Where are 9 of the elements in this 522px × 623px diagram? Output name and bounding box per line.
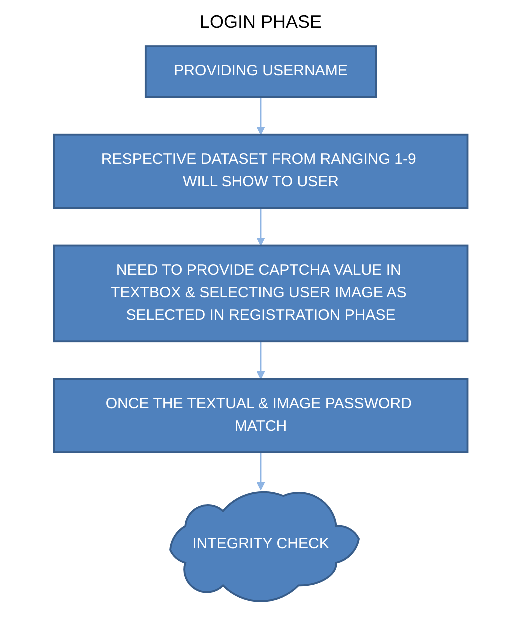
arrow <box>256 208 266 246</box>
arrow <box>256 97 266 136</box>
node-box: ONCE THE TEXTUAL & IMAGE PASSWORD MATCH <box>53 378 469 454</box>
node-box: PROVIDING USERNAME <box>144 46 378 98</box>
node-box: RESPECTIVE DATASET FROM RANGING 1-9 WILL SHOW TO USER <box>53 134 469 210</box>
diagram-title: LOGIN PHASE <box>198 12 324 33</box>
node-box: NEED TO PROVIDE CAPTCHA VALUE IN TEXTBOX & SELECTING USER IMAGE AS SELECTED IN REGISTRATION PHASE <box>53 244 469 343</box>
arrow <box>256 452 266 490</box>
arrow <box>256 342 266 380</box>
